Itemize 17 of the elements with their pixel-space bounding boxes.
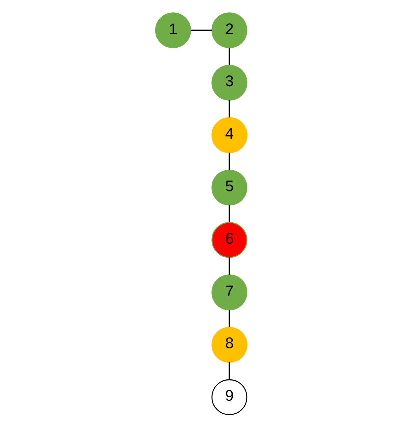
- node-circle: 8: [211, 327, 248, 363]
- connector: [190, 30, 212, 32]
- connector: [228, 152, 230, 170]
- connector: [228, 258, 230, 275]
- node-circle: 6: [211, 222, 248, 258]
- connector: [228, 205, 230, 222]
- node-circle: 7: [211, 274, 248, 311]
- node-circle: 5: [211, 170, 248, 206]
- node-circle: 2: [211, 12, 248, 49]
- connector: [228, 362, 230, 380]
- connector: [228, 100, 230, 118]
- node-circle: 4: [211, 117, 248, 154]
- connector: [228, 310, 230, 328]
- connector: [228, 48, 230, 66]
- node-circle: 9: [211, 379, 248, 416]
- node-circle: 3: [211, 65, 248, 101]
- node-circle: 1: [154, 12, 191, 49]
